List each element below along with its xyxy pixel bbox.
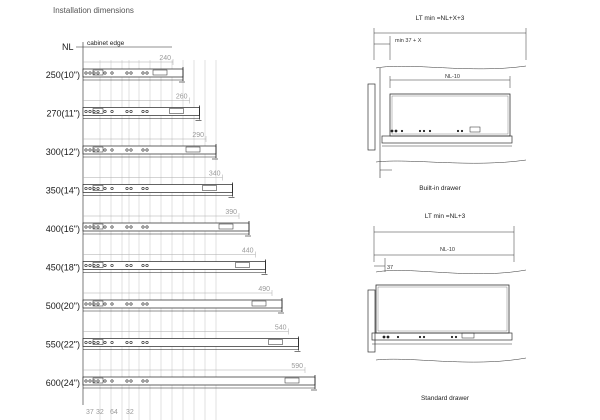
runner-slide xyxy=(82,67,185,83)
runner-row: 270(11") 260 xyxy=(46,94,202,121)
row-nl-label: 450(18") xyxy=(46,263,80,273)
built-in-nl-label: NL-10 xyxy=(445,74,460,80)
row-dimension-label: 540 xyxy=(275,325,287,332)
standard-offset-label: 37 xyxy=(387,265,393,271)
row-nl-label: 270(11") xyxy=(46,109,80,119)
row-dimension-label: 240 xyxy=(159,55,171,62)
built-in-min-label: min 37 + X xyxy=(395,38,422,44)
diagram-title: Installation dimensions xyxy=(53,6,134,15)
row-nl-label: 350(14") xyxy=(46,186,80,196)
row-dimension-label: 260 xyxy=(176,94,188,101)
row-nl-label: 250(10") xyxy=(46,70,80,80)
runner-slide xyxy=(82,105,202,121)
standard-nl-label: NL-10 xyxy=(440,247,455,253)
standard-formula: LT min =NL+3 xyxy=(425,213,466,220)
runner-row: 350(14") 340 xyxy=(46,171,235,198)
runner-slide xyxy=(82,336,301,352)
row-dimension-label: 590 xyxy=(291,363,303,370)
row-dimension-label: 390 xyxy=(225,209,237,216)
row-dimension-label: 340 xyxy=(209,171,221,178)
row-dimension-label: 440 xyxy=(242,248,254,255)
row-nl-label: 550(22") xyxy=(46,340,80,350)
bottom-dimension-label: 32 xyxy=(126,409,134,416)
standard-caption: Standard drawer xyxy=(421,395,470,402)
bottom-dimension-label: 64 xyxy=(110,409,118,416)
built-in-formula: LT min =NL+X+3 xyxy=(416,15,465,22)
runner-row: 300(12") 290 xyxy=(46,132,218,160)
cabinet-edge-label: cabinet edge xyxy=(87,40,125,47)
built-in-caption: Built-in drawer xyxy=(419,185,461,192)
runner-slide xyxy=(82,182,235,198)
runner-row: 600(24") 590 xyxy=(46,363,317,391)
built-in-drawer-diagram: LT min =NL+X+3 xyxy=(367,15,527,192)
nl-column-label: NL xyxy=(62,42,74,52)
row-nl-label: 500(20") xyxy=(46,301,80,311)
row-nl-label: 600(24") xyxy=(46,378,80,388)
bottom-dimension-label: 32 xyxy=(96,409,104,416)
runner-slide xyxy=(82,144,218,160)
runner-row: 500(20") 490 xyxy=(46,286,284,314)
runner-row: 250(10") 240 xyxy=(46,55,185,83)
runner-rows: 250(10") 240 270(11") 260 300(12") 290 350(14"… xyxy=(46,55,317,391)
row-dimension-label: 290 xyxy=(192,132,204,139)
runner-slide xyxy=(82,375,317,391)
runner-slide xyxy=(82,259,268,275)
runner-row: 400(16") 390 xyxy=(46,209,251,237)
row-dimension-label: 490 xyxy=(258,286,270,293)
bottom-dimension-label: 37 xyxy=(86,409,94,416)
runner-slide xyxy=(82,298,284,314)
runner-row: 450(18") 440 xyxy=(46,248,268,275)
row-nl-label: 300(12") xyxy=(46,147,80,157)
left-panel: NL cabinet edge 250(10") 240 270(11") 260 30… xyxy=(46,40,317,420)
reference-lines xyxy=(99,60,217,420)
runner-slide xyxy=(82,221,251,237)
runner-row: 550(22") 540 xyxy=(46,325,301,352)
standard-drawer-diagram: LT min =NL+3 NL-10 xyxy=(367,213,527,402)
row-nl-label: 400(16") xyxy=(46,224,80,234)
